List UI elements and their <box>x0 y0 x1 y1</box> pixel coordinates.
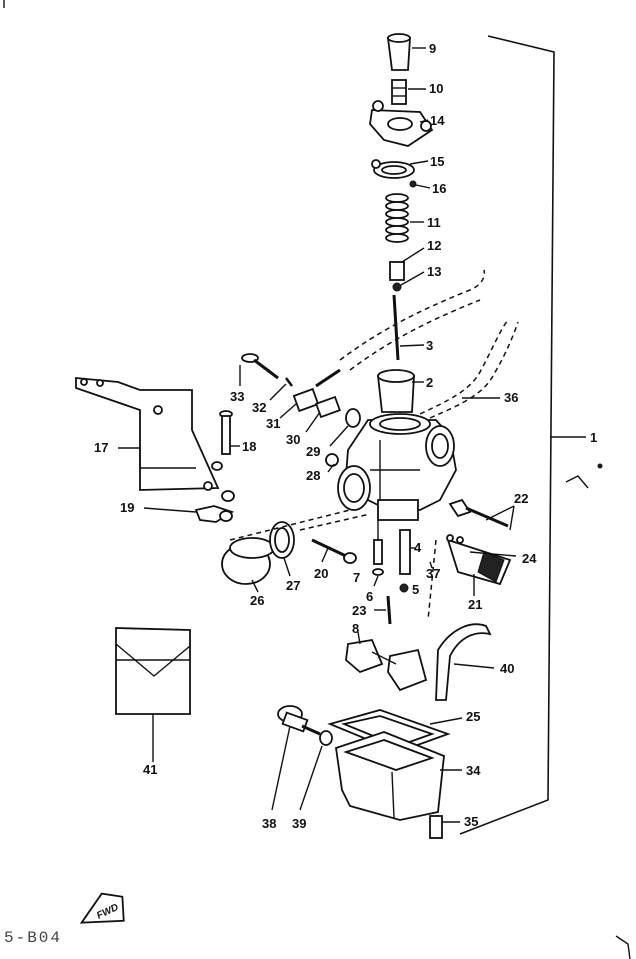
label-part-35: 35 <box>464 814 478 829</box>
spring-part-30 <box>305 395 341 433</box>
label-part-31: 31 <box>266 416 280 431</box>
label-part-38: 38 <box>262 816 276 831</box>
jet-part-5 <box>399 583 409 593</box>
clip-part-16 <box>409 180 431 189</box>
label-part-14: 14 <box>430 113 445 128</box>
screw-part-33 <box>239 353 279 386</box>
label-part-8: 8 <box>352 621 359 636</box>
plate-part-21 <box>446 534 512 596</box>
label-part-24: 24 <box>522 551 537 566</box>
label-part-30: 30 <box>286 432 300 447</box>
adjuster-part-10 <box>391 79 426 105</box>
screw-part-31 <box>279 368 341 419</box>
retainer-part-12 <box>389 247 425 281</box>
scan-dot-right <box>597 463 603 469</box>
screw-part-38 <box>271 705 321 811</box>
label-part-29: 29 <box>306 444 320 459</box>
label-part-36: 36 <box>504 390 518 405</box>
gasket-part-15 <box>371 159 429 179</box>
float-bowl-part-34 <box>335 731 462 821</box>
label-part-16: 16 <box>432 181 446 196</box>
washer-part-19 <box>143 505 235 523</box>
screw-part-22 <box>448 498 515 531</box>
leader-24 <box>469 551 517 557</box>
label-part-40: 40 <box>500 661 514 676</box>
label-part-7: 7 <box>353 570 360 585</box>
o-ring-part-39 <box>299 730 333 811</box>
label-part-15: 15 <box>430 154 444 169</box>
drain-screw-part-35 <box>429 815 460 839</box>
label-part-37: 37 <box>426 566 440 581</box>
dashed-hose-upper-2 <box>349 299 481 371</box>
float-part-8 <box>345 631 428 692</box>
scan-mark-right <box>565 475 589 489</box>
clip-part-13 <box>392 271 425 292</box>
pouch-part-41 <box>115 627 191 762</box>
dashed-hose-upper <box>339 269 486 361</box>
scan-mark-corner <box>615 935 631 959</box>
label-part-19: 19 <box>120 500 134 515</box>
label-part-25: 25 <box>466 709 480 724</box>
boot-part-26 <box>221 537 275 593</box>
ring-part-27 <box>269 521 295 577</box>
jet-part-4 <box>399 529 416 575</box>
label-part-11: 11 <box>427 215 441 230</box>
label-part-39: 39 <box>292 816 306 831</box>
label-part-12: 12 <box>427 238 441 253</box>
hose-part-40 <box>435 623 495 701</box>
label-part-18: 18 <box>242 439 256 454</box>
o-ring-part-29 <box>329 408 361 447</box>
gasket-part-37 <box>427 539 437 621</box>
label-part-5: 5 <box>412 582 419 597</box>
jet-part-7 <box>373 520 383 565</box>
hose-part-36 <box>419 319 519 419</box>
label-part-1: 1 <box>590 430 597 445</box>
cover-plate-part-14 <box>369 100 434 147</box>
label-part-23: 23 <box>352 603 366 618</box>
label-part-3: 3 <box>426 338 433 353</box>
needle-part-3 <box>392 294 425 361</box>
fwd-arrow-icon: FWD <box>79 892 125 924</box>
label-part-22: 22 <box>514 491 528 506</box>
label-part-28: 28 <box>306 468 320 483</box>
assembly-bracket <box>459 35 555 835</box>
label-part-27: 27 <box>286 578 300 593</box>
label-part-33: 33 <box>230 389 244 404</box>
label-part-41: 41 <box>143 762 157 777</box>
label-part-20: 20 <box>314 566 328 581</box>
label-part-2: 2 <box>426 375 433 390</box>
jet-part-6 <box>372 568 384 587</box>
screw-part-20 <box>311 538 357 564</box>
label-part-17: 17 <box>94 440 108 455</box>
label-part-4: 4 <box>414 540 422 555</box>
nut-part-28 <box>325 453 339 473</box>
pin-part-23 <box>374 595 392 625</box>
throttle-valve-part-2 <box>376 369 424 413</box>
label-part-10: 10 <box>429 81 443 96</box>
label-part-34: 34 <box>466 763 481 778</box>
carburetor-body <box>337 413 457 521</box>
label-part-21: 21 <box>468 597 482 612</box>
label-part-6: 6 <box>366 589 373 604</box>
bolt-part-18 <box>211 410 240 502</box>
screw-part-32 <box>269 377 293 401</box>
dashed-align-boot <box>229 509 351 541</box>
diagram-code: 5-B04 <box>4 929 62 947</box>
label-part-26: 26 <box>250 593 264 608</box>
dashed-align-20 <box>299 513 371 531</box>
bracket-part-17 <box>75 377 220 491</box>
spring-part-11 <box>385 193 424 243</box>
label-part-32: 32 <box>252 400 266 415</box>
label-part-13: 13 <box>427 264 441 279</box>
label-part-9: 9 <box>429 41 436 56</box>
cap-part-9 <box>386 33 426 71</box>
